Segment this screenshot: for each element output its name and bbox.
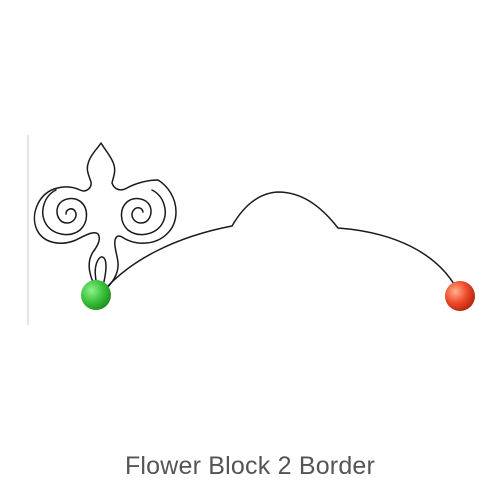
flower-motif-outline xyxy=(33,142,177,295)
start-point-marker xyxy=(81,280,111,310)
pattern-title: Flower Block 2 Border xyxy=(124,452,376,480)
border-path xyxy=(99,191,461,296)
left-spiral xyxy=(42,189,88,236)
right-spiral xyxy=(120,189,166,236)
end-point-marker xyxy=(445,281,475,311)
